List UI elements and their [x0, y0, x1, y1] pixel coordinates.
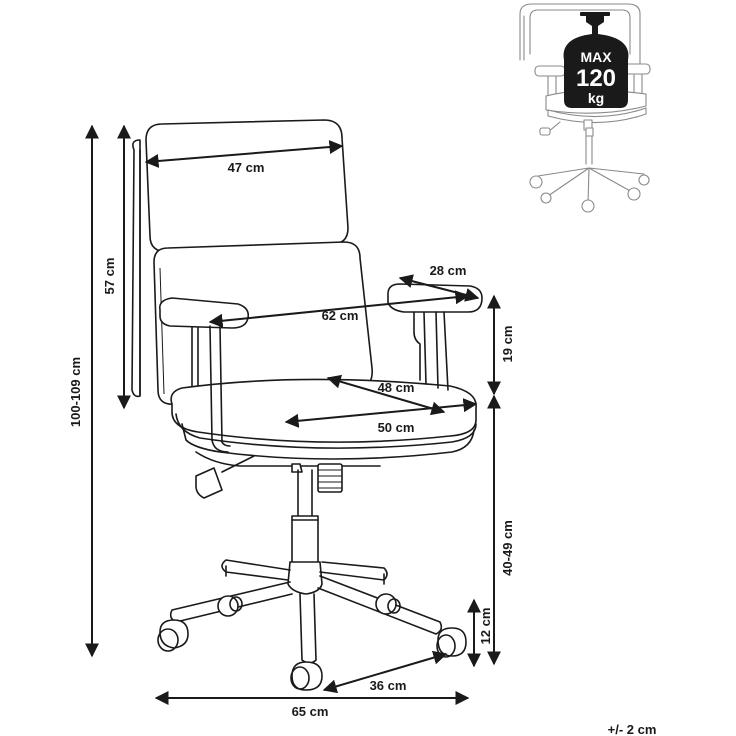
weight-badge: MAX 120 kg [563, 12, 629, 108]
label-armrest-length: 28 cm [430, 263, 467, 278]
label-caster-height: 12 cm [478, 608, 493, 645]
caster-front-right-icon [436, 627, 467, 658]
caster-back-right-icon [375, 593, 401, 615]
label-total-height: 100-109 cm [68, 357, 83, 427]
label-seat-height: 40-49 cm [500, 520, 515, 576]
caster-front-icon [290, 661, 323, 691]
label-backrest-height: 57 cm [102, 258, 117, 295]
label-base-width: 65 cm [292, 704, 329, 719]
caster-back-left-icon [217, 595, 243, 617]
caster-front-left-icon [157, 619, 189, 652]
label-backrest-width: 47 cm [228, 160, 265, 175]
label-width-between-armrests: 62 cm [322, 308, 359, 323]
label-seat-width: 50 cm [378, 420, 415, 435]
label-tolerance: +/- 2 cm [608, 722, 657, 736]
weight-badge-line3: kg [588, 90, 604, 106]
label-base-span: 36 cm [370, 678, 407, 693]
weight-badge-line2: 120 [576, 65, 616, 92]
dimension-lines [85, 124, 501, 705]
dimension-labels: 47 cm 100-109 cm 57 cm 28 cm 62 cm 19 cm… [68, 160, 656, 736]
label-seat-depth: 48 cm [378, 380, 415, 395]
label-armrest-height: 19 cm [500, 326, 515, 363]
chair-drawing [131, 119, 483, 691]
weight-badge-line1: MAX [580, 49, 612, 65]
